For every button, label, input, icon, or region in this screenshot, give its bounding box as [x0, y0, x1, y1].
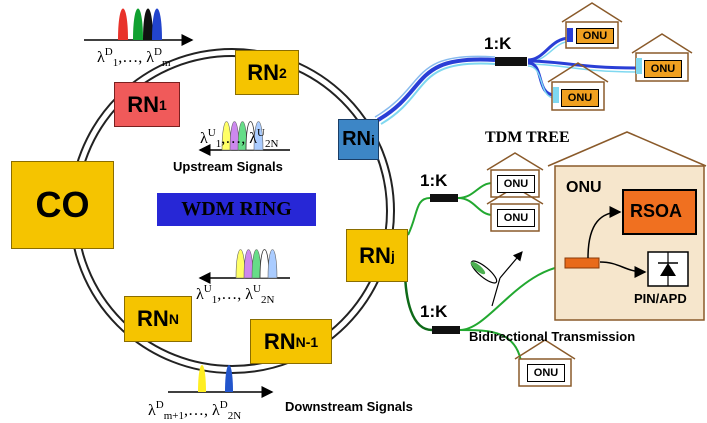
circulator [564, 257, 600, 269]
co-label: CO [35, 184, 90, 225]
downstream-spectrum-top [84, 8, 194, 46]
onu-box-nj-1: ONU [497, 175, 535, 193]
rsoa-label: RSOA [630, 201, 683, 221]
tdm-tree-label: TDM TREE [485, 129, 570, 146]
detector-link [599, 261, 647, 278]
splitter-ratio-i: 1:K [484, 34, 512, 53]
upstream-spectrum-upper [198, 121, 290, 156]
bidirectional-transmission-label: Bidirectional Transmission [469, 329, 636, 344]
upstream-signals-label: Upstream Signals [173, 159, 283, 174]
onu-box-ni-3: ONU [561, 89, 599, 107]
wdm-ring-label: WDM RING [157, 193, 316, 226]
upstream-spectrum-lower [198, 249, 290, 284]
splitter-j2 [432, 326, 460, 334]
fiber-rnj-tdm [407, 182, 494, 236]
upstream-wavelengths-upper: λU1,…, λU2N [200, 127, 279, 150]
photodiode-icon [647, 251, 689, 287]
onu-box-ni-1: ONU [576, 28, 614, 44]
central-office: CO [11, 161, 114, 249]
upstream-wavelengths-lower: λU1,…, λU2N [196, 283, 275, 306]
splitter-ratio-j1: 1:K [420, 171, 448, 190]
splitter-ratio-j2: 1:K [420, 302, 448, 321]
bidirectional-icon [470, 251, 523, 307]
rsoa-box [622, 189, 697, 235]
detector-label: PIN/APD [634, 291, 687, 306]
fiber-splitter-to-onus [527, 36, 637, 99]
onu-box-nj-3: ONU [527, 364, 565, 382]
downstream-spectrum-bottom [168, 365, 274, 398]
downstream-signals-label: Downstream Signals [285, 399, 413, 414]
downstream-wavelengths-bottom: λDm+1,…, λD2N [148, 399, 242, 422]
downstream-wavelengths-top: λD1,…, λDm [97, 46, 171, 69]
onu-box-nj-2: ONU [497, 209, 535, 227]
rsoa-link [587, 206, 622, 259]
splitter-j1 [430, 194, 458, 202]
onu-detail-title: ONU [566, 179, 602, 196]
splitter-i [495, 57, 527, 66]
onu-box-ni-2: ONU [644, 60, 682, 78]
fiber-rni-to-splitter [374, 55, 496, 125]
